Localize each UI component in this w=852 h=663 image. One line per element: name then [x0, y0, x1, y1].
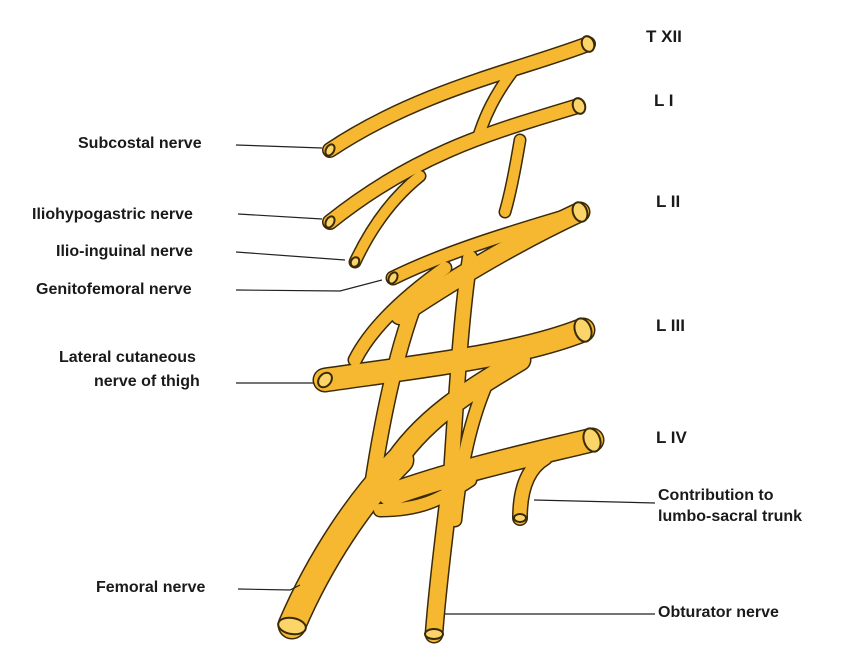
leader-femoral — [238, 585, 300, 590]
label-contribution-line1: Contribution to — [658, 487, 774, 504]
root-labels: T XII L I L II L III L IV — [646, 27, 688, 447]
root-label-l1: L I — [654, 91, 674, 110]
root-label-l4: L IV — [656, 428, 688, 447]
label-lateral-cutaneous-line1: Lateral cutaneous — [59, 349, 196, 366]
label-ilioinguinal-nerve: Ilio-inguinal nerve — [56, 243, 193, 260]
nerve-network — [277, 34, 604, 639]
leader-genitofemoral — [236, 280, 382, 291]
label-femoral-nerve: Femoral nerve — [96, 579, 205, 596]
label-genitofemoral-nerve: Genitofemoral nerve — [36, 281, 192, 298]
leader-ilioinguinal — [236, 252, 345, 260]
leader-contribution — [534, 500, 655, 503]
root-label-t12: T XII — [646, 27, 682, 46]
label-iliohypogastric-nerve: Iliohypogastric nerve — [32, 206, 193, 223]
label-lateral-cutaneous-line2: nerve of thigh — [94, 373, 200, 390]
nerve-t12-subcostal — [330, 44, 588, 150]
root-label-l2: L II — [656, 192, 680, 211]
nerve-femoral-trunk — [292, 460, 400, 625]
cap-obturator — [425, 629, 443, 639]
cap-contribution — [514, 514, 526, 522]
label-contribution-line2: lumbo-sacral trunk — [658, 508, 802, 525]
leader-iliohypogastric — [238, 214, 322, 219]
label-obturator-nerve: Obturator nerve — [658, 604, 779, 621]
label-subcostal-nerve: Subcostal nerve — [78, 135, 202, 152]
leader-subcostal — [236, 145, 322, 148]
root-label-l3: L III — [656, 316, 685, 335]
